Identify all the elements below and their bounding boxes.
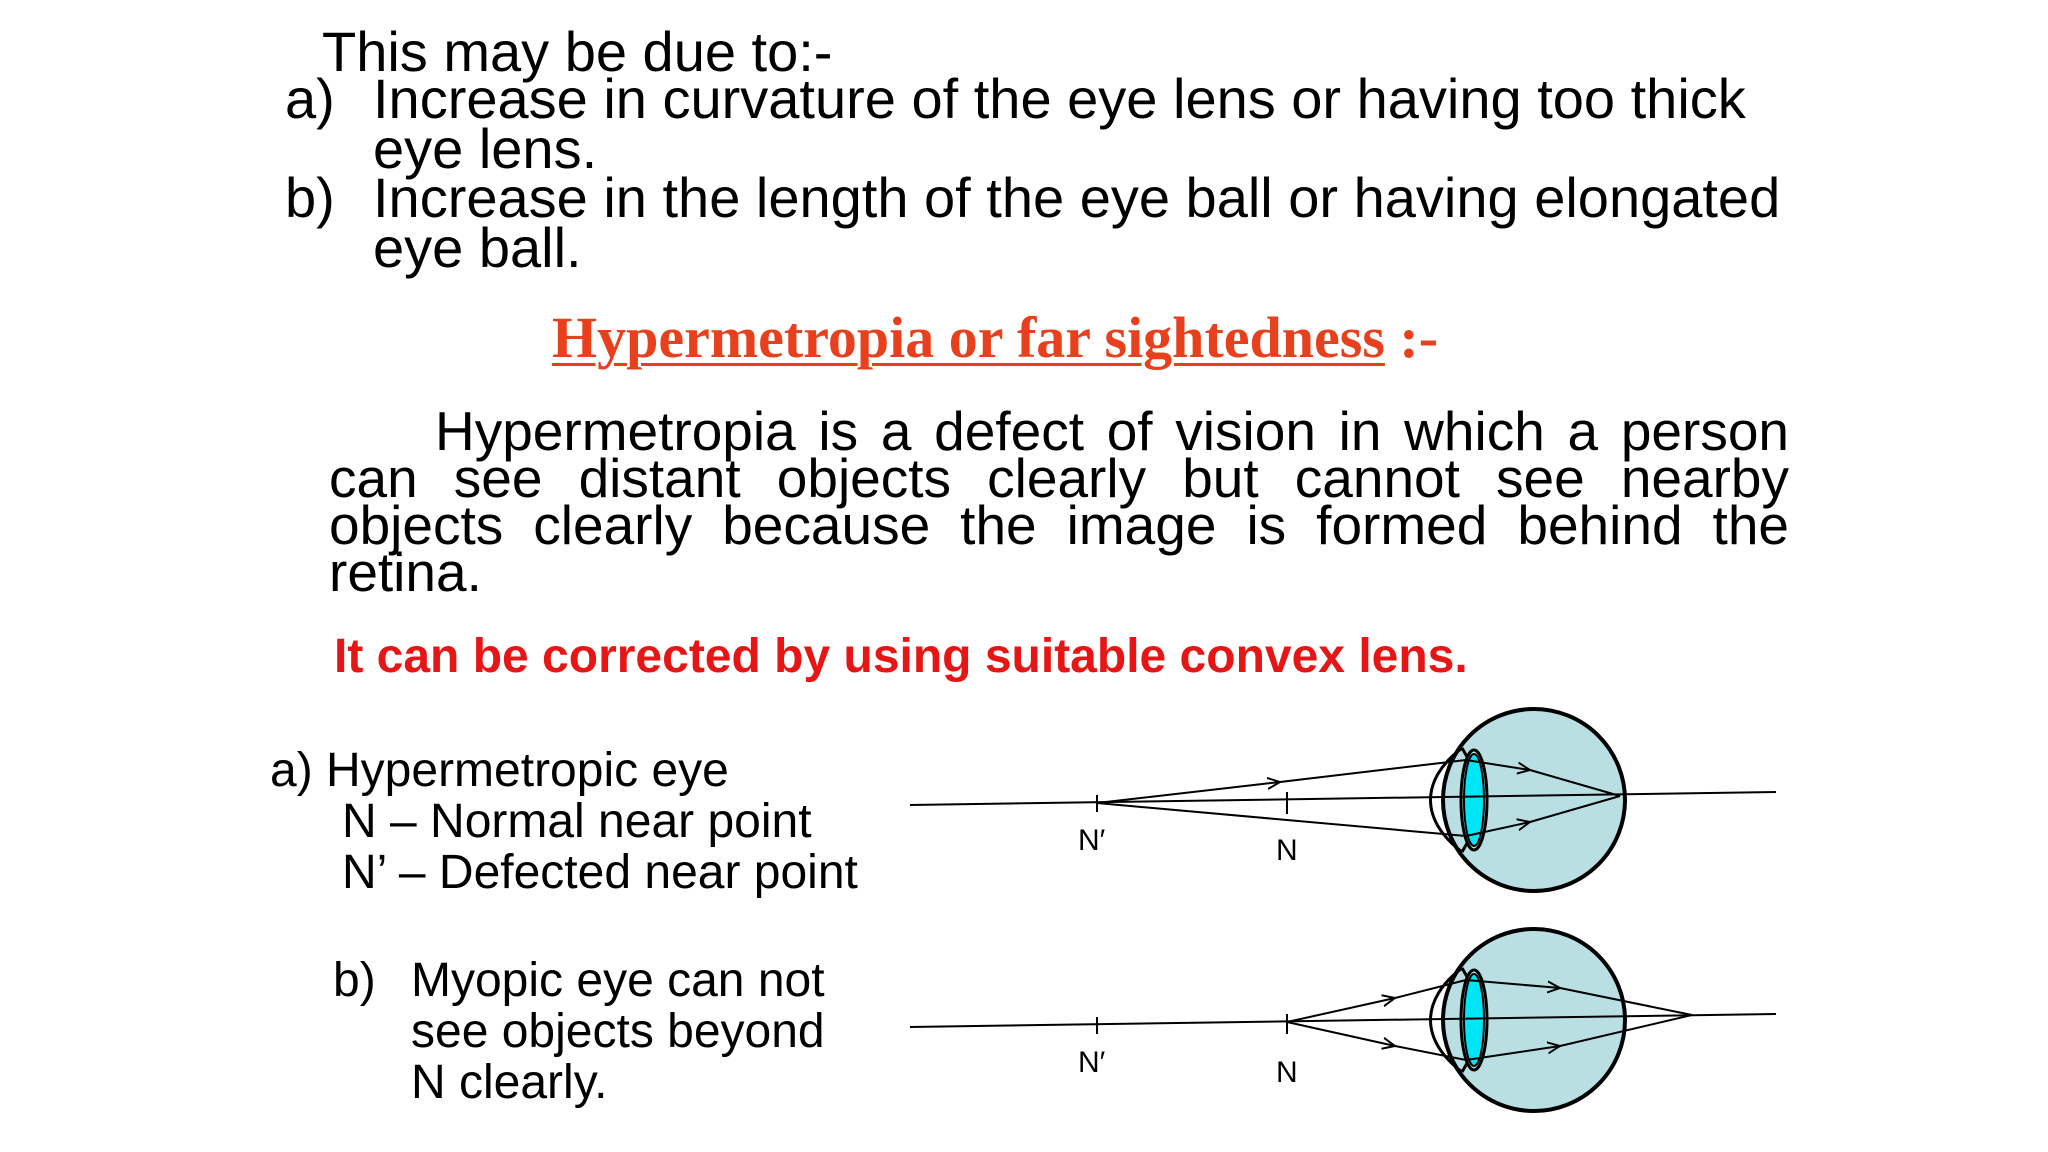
cause-line-b2: eye ball. [373, 216, 582, 279]
axis-line-bottom [909, 1013, 1777, 1028]
ray-bottom-lower-b [1394, 1045, 1467, 1061]
caption-a-line2: N’ – Defected near point [342, 846, 858, 899]
caption-b-line3: N clearly. [411, 1056, 608, 1109]
cause-mark-b: b) [285, 166, 335, 229]
cause-line-a1: Increase in curvature of the eye lens or… [373, 67, 1746, 130]
cornea-top [1429, 746, 1463, 854]
caption-b-mark: b) [333, 954, 376, 1007]
correction-text: It can be corrected by using suitable co… [334, 630, 1468, 683]
eyeball-top [1441, 707, 1627, 893]
cause-line-b1: Increase in the length of the eye ball o… [373, 166, 1781, 229]
ray-bottom-upper-b [1394, 979, 1467, 999]
ray-bottom-refract-lower-a [1465, 1046, 1560, 1061]
label-defected-bottom: N′ [1078, 1046, 1106, 1079]
ray-bottom-refract-lower-b [1559, 1014, 1693, 1047]
definition-paragraph: Hypermetropia is a defect of vision in w… [329, 400, 1789, 603]
ray-bottom-lower-a [1286, 1021, 1395, 1046]
ray-top-lower [1096, 802, 1467, 837]
caption-a-title: a) Hypermetropic eye [270, 744, 729, 797]
ray-bottom-refract-upper-b [1559, 987, 1693, 1016]
lens-bottom [1463, 973, 1485, 1067]
ray-top-refract-lower-b [1529, 795, 1621, 823]
heading-suffix: :- [1384, 305, 1439, 370]
lens-top [1463, 753, 1485, 847]
heading-title: Hypermetropia or far sightedness [552, 305, 1385, 370]
cause-mark-a: a) [285, 67, 335, 130]
label-defected-top: N′ [1078, 824, 1106, 857]
ray-top-refract-lower-a [1465, 822, 1530, 837]
axis-line-top [909, 791, 1777, 806]
caption-a-line1: N – Normal near point [342, 795, 812, 848]
ray-top-upper-a [1096, 782, 1280, 804]
caption-b-line1: Myopic eye can not [411, 954, 825, 1007]
label-normal-bottom: N [1276, 1056, 1298, 1089]
caption-b-line2: see objects beyond [411, 1005, 825, 1058]
ray-top-upper-b [1279, 759, 1467, 783]
cause-item-b: b) Increase in the length of the eye bal… [285, 166, 1785, 279]
cause-line-a2: eye lens. [373, 117, 598, 180]
cause-item-a: a) Increase in curvature of the eye lens… [285, 67, 1785, 180]
intro-text: This may be due to:- [322, 20, 833, 83]
ray-bottom-refract-upper-a [1465, 979, 1560, 988]
hypermetropic-eye-diagram: N′ N [909, 707, 1777, 893]
label-normal-top: N [1276, 834, 1298, 867]
eyeball-bottom [1441, 927, 1627, 1113]
ray-bottom-upper-a [1286, 998, 1395, 1023]
myopic-eye-diagram: N′ N [909, 927, 1777, 1113]
ray-top-refract-upper-b [1529, 769, 1621, 797]
ray-top-refract-upper-a [1465, 759, 1530, 770]
section-heading: Hypermetropia or far sightedness :- [552, 305, 1438, 371]
